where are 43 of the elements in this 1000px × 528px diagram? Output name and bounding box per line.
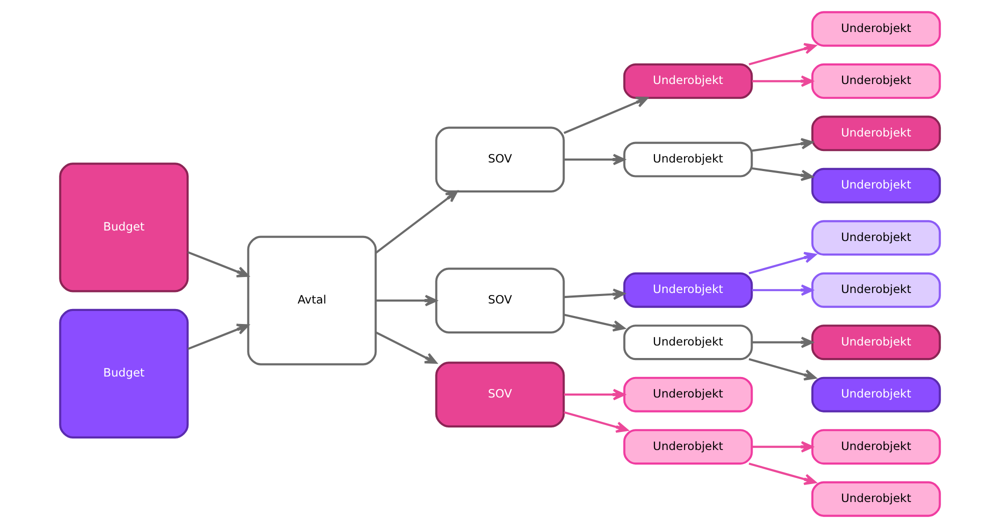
node-box: Underobjekt	[623, 63, 753, 99]
arrow	[564, 288, 626, 300]
arrow	[752, 441, 814, 453]
node-box: Underobjekt	[811, 116, 941, 152]
arrow	[564, 96, 648, 134]
arrow	[748, 358, 816, 381]
node-box: Underobjekt	[811, 168, 941, 204]
arrow	[752, 336, 814, 348]
arrow	[752, 167, 814, 182]
node-box: Underobjekt	[623, 429, 753, 465]
node-box: Underobjekt	[811, 429, 941, 465]
arrow	[188, 251, 250, 278]
node-box: Budget	[59, 162, 189, 292]
node-box: Underobjekt	[811, 376, 941, 412]
node-box: SOV	[435, 268, 565, 334]
node-box: Underobjekt	[811, 63, 941, 99]
arrow	[748, 462, 816, 486]
arrow	[375, 331, 438, 364]
arrow	[752, 284, 814, 296]
arrow	[564, 154, 626, 166]
arrow	[375, 190, 458, 254]
arrow	[752, 75, 814, 87]
arrow	[564, 411, 628, 433]
node-box: SOV	[435, 362, 565, 428]
node-box: Underobjekt	[811, 11, 941, 47]
node-box: Underobjekt	[623, 324, 753, 360]
arrow	[564, 388, 626, 400]
node-box: Underobjekt	[623, 142, 753, 178]
node-box: Underobjekt	[623, 272, 753, 308]
node-box: Avtal	[247, 236, 377, 366]
node-box: Underobjekt	[811, 220, 941, 256]
node-box: Underobjekt	[811, 481, 941, 517]
node-box: Underobjekt	[811, 272, 941, 308]
arrow	[748, 42, 816, 66]
arrow	[752, 138, 814, 152]
arrow	[376, 294, 438, 306]
node-box: Budget	[59, 308, 189, 438]
arrow	[188, 324, 250, 350]
arrow	[564, 314, 626, 332]
node-box: Underobjekt	[623, 376, 753, 412]
node-box: Underobjekt	[811, 324, 941, 360]
arrow	[748, 252, 816, 274]
node-box: SOV	[435, 126, 565, 192]
